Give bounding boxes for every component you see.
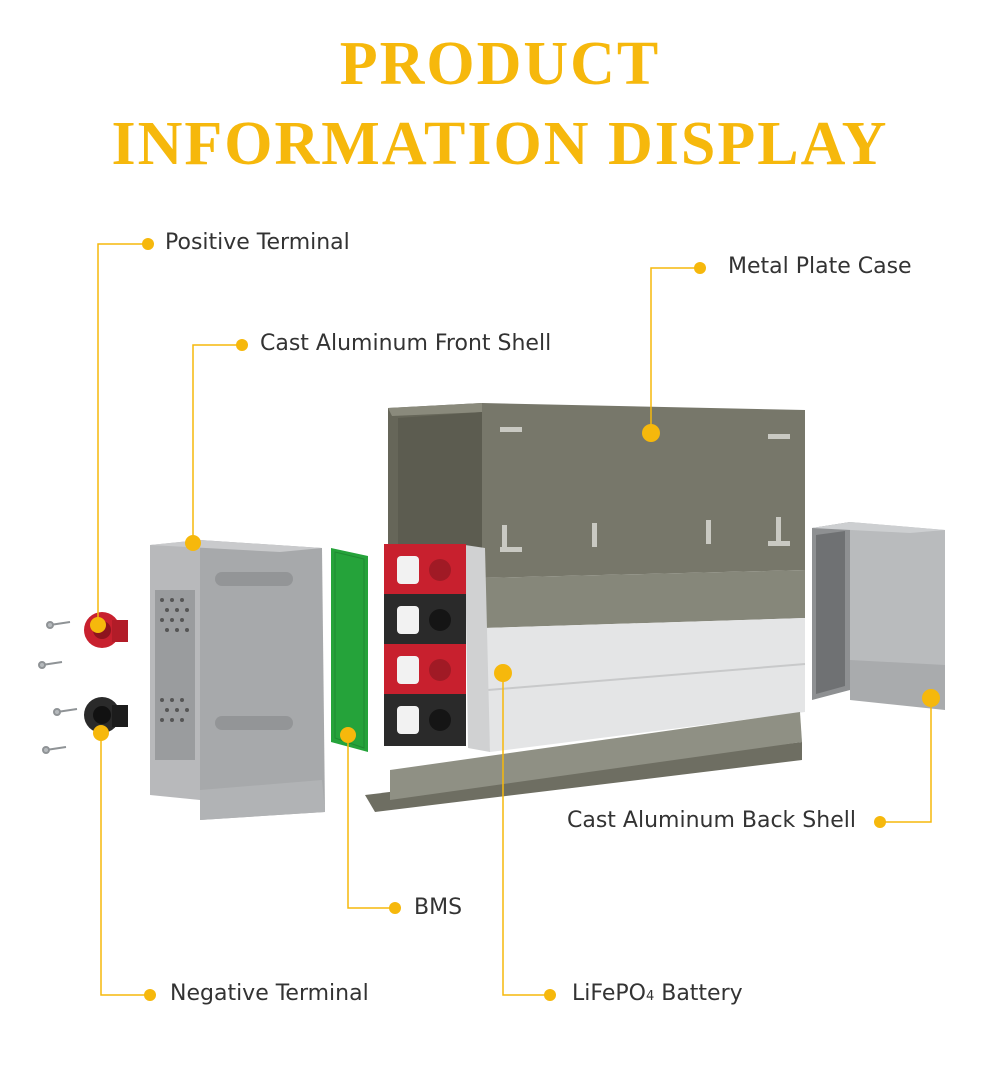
cast-aluminum-front-shell	[150, 540, 325, 820]
label-positive-terminal: Positive Terminal	[165, 230, 350, 255]
base-bracket	[365, 712, 802, 812]
title-line-1: PRODUCT	[339, 30, 661, 98]
label-lifepo4-battery: LiFePO4 Battery	[572, 981, 743, 1006]
label-lifepo4-prefix: LiFePO	[572, 981, 646, 1006]
metal-plate-case	[388, 403, 805, 628]
label-metal-plate-case: Metal Plate Case	[728, 254, 912, 279]
callout-lines	[97, 243, 932, 996]
title-line-2: INFORMATION DISPLAY	[111, 110, 889, 178]
battery-cells	[384, 544, 466, 746]
cast-aluminum-back-shell	[812, 522, 945, 710]
label-cast-aluminum-front-shell: Cast Aluminum Front Shell	[260, 331, 552, 356]
callout-dots	[90, 238, 940, 1001]
label-lifepo4-subscript: 4	[645, 989, 655, 1004]
screws	[38, 621, 78, 754]
label-lifepo4-suffix: Battery	[654, 981, 743, 1006]
bms-board	[331, 548, 368, 752]
positive-terminal-part	[84, 612, 128, 648]
label-cast-aluminum-back-shell: Cast Aluminum Back Shell	[567, 808, 856, 833]
label-bms: BMS	[414, 895, 463, 920]
negative-terminal-part	[84, 697, 128, 733]
lifepo4-battery-body	[465, 545, 806, 752]
label-negative-terminal: Negative Terminal	[170, 981, 369, 1006]
